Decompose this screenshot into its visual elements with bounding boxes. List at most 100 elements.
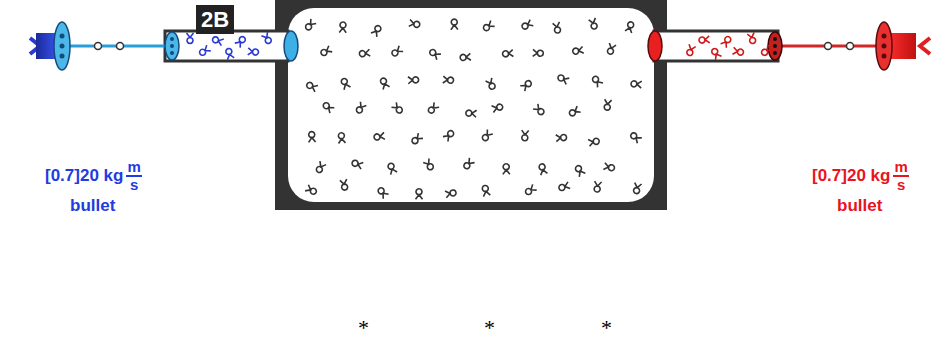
gas-particle [315,161,326,174]
panel-label: 2B [201,7,229,32]
gas-particle [629,131,642,143]
plunger-face [165,32,179,60]
gas-particle [235,35,247,48]
gas-particle [760,45,773,57]
gas-particle [377,186,389,199]
gas-particle [187,33,194,43]
gas-particle [359,49,370,57]
gas-particle [338,132,346,143]
gas-particle [482,21,495,33]
gas-particle [212,36,224,46]
gas-particle [391,46,404,58]
gas-particle [732,47,744,56]
momentum-label: [0.7]20 kgms [45,159,142,193]
gas-particle [305,185,318,196]
unit-denominator: s [897,177,905,193]
section-separator: * [358,315,369,341]
piston-disc [54,22,70,70]
chamber-wall [275,0,667,210]
gas-particle [371,24,383,37]
gas-particle [538,163,547,175]
gas-particle [556,134,567,142]
piston-disc [876,22,892,70]
left-tube [165,31,288,61]
gas-particle [355,102,367,115]
piston-face [648,31,662,61]
gas-particle [533,104,545,116]
gas-particle [699,36,710,44]
bullet-label: bullet [70,196,115,216]
gas-particle [416,189,423,200]
gas-particle [351,159,363,169]
right-tube [654,31,778,61]
gas-particle [606,43,616,55]
gas-particle [603,99,611,110]
gas-particle [553,22,562,34]
unit-numerator: m [126,159,141,177]
unit-fraction: ms [126,159,141,193]
gas-particle [557,74,570,85]
gas-particle [387,162,397,174]
gas-particle [308,131,316,142]
bullet-particle [847,43,854,50]
gas-particle [710,47,721,60]
gas-particle [261,32,272,45]
gas-particle [686,44,696,56]
piston-face [284,31,298,61]
gas-particle [747,32,756,44]
gas-particle [503,164,510,175]
gas-particle [409,20,421,29]
gas-particle [445,189,457,198]
gas-particle [410,133,423,145]
gas-particle [533,49,544,57]
gas-particle [574,164,585,177]
gas-particle [521,20,534,31]
unit-numerator: m [893,159,908,177]
gas-particle [633,183,642,195]
unit-fraction: ms [893,159,908,193]
gas-particle [320,46,333,57]
gas-particle [443,76,454,84]
bullet-label: bullet [837,196,882,216]
gas-particle [603,163,615,172]
gas-particle [339,22,346,33]
section-separator: * [484,315,495,341]
piston-handle [920,38,930,54]
gas-particle [520,79,533,91]
gas-particle [492,103,504,113]
gas-particles [187,18,773,199]
gas-particle [374,132,385,140]
gas-particle [558,182,570,192]
gas-particle [593,181,601,192]
bullet-particle [95,43,102,50]
gas-particle [721,35,733,48]
gas-particle [322,101,335,113]
gas-particle [225,48,234,60]
gas-particle [625,21,635,33]
gas-particle [408,76,419,84]
gas-particle [481,130,493,143]
gas-particle [572,46,584,55]
gas-particle [588,137,600,146]
gas-particle [427,102,439,114]
gas-particle [340,77,351,89]
gas-particle [304,19,316,32]
gas-particle [340,179,349,191]
gas-particle [443,129,455,141]
gas-particle [589,18,599,30]
gas-particle [466,109,477,117]
gas-particle [631,80,642,88]
gas-particle [486,78,497,91]
section-separator: * [601,315,612,341]
gas-particle [524,184,537,196]
bullet-particle [825,43,832,50]
gas-particle [379,77,389,89]
gas-particle [248,48,259,56]
unit-denominator: s [130,177,138,193]
gas-particle [481,185,490,197]
gas-particle [591,75,603,88]
gas-particle [521,130,529,141]
plunger-face [768,32,782,60]
gas-particle [423,159,435,172]
